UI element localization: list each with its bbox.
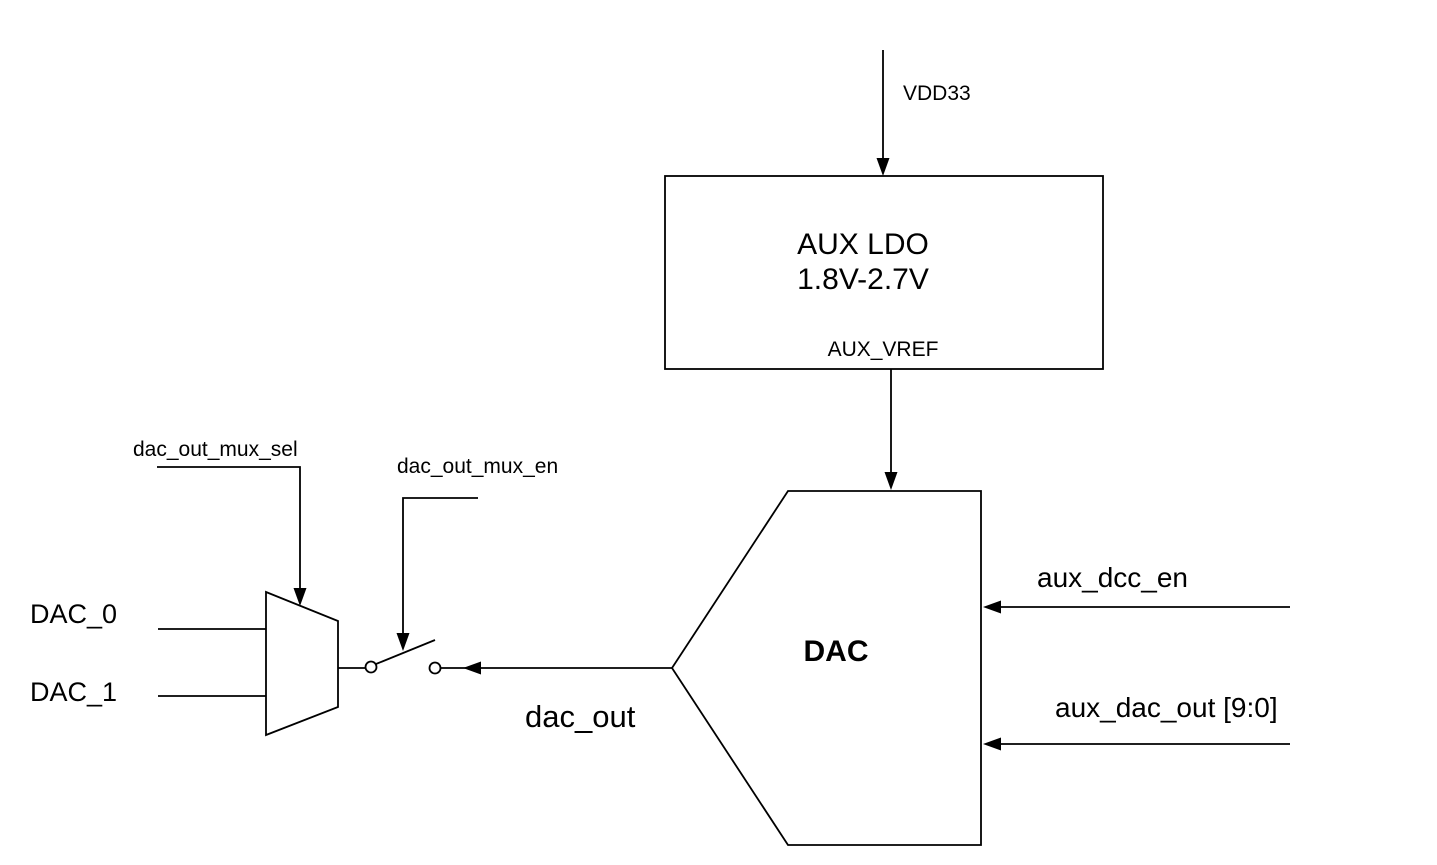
aux-ldo-box [664, 175, 1104, 370]
vdd33-label: VDD33 [903, 82, 971, 105]
aux-vref-label: AUX_VREF [827, 338, 939, 361]
aux-dcc-en-label: aux_dcc_en [1037, 562, 1189, 593]
dac-label: DAC [803, 635, 869, 668]
switch-lever [375, 639, 436, 665]
aux-dcc-en-arrow [983, 600, 1290, 614]
mux-select-arrow [157, 466, 307, 606]
aux-ldo-title: AUX LDO [797, 228, 929, 261]
dac-out-arrow [441, 661, 672, 675]
aux-ldo-label: AUX LDO 1.8V-2.7V [797, 227, 929, 297]
dac0-label: DAC_0 [30, 599, 118, 629]
aux-vref-arrow [884, 369, 898, 490]
switch-enable-label: dac_out_mux_en [397, 455, 559, 478]
dac-shape [670, 490, 982, 846]
switch-enable-arrow [396, 497, 478, 651]
vdd33-arrow [876, 50, 890, 176]
aux-dac-out-label: aux_dac_out [9:0] [1055, 692, 1278, 723]
switch-terminal-left [364, 660, 378, 674]
aux-dac-out-arrow [983, 737, 1290, 751]
switch-terminal-right [428, 661, 442, 675]
dac-out-label: dac_out [525, 699, 636, 734]
mux-shape [265, 590, 339, 737]
mux-select-label: dac_out_mux_sel [133, 438, 298, 461]
dac1-label: DAC_1 [30, 677, 118, 707]
aux-ldo-voltage-range: 1.8V-2.7V [797, 263, 929, 296]
